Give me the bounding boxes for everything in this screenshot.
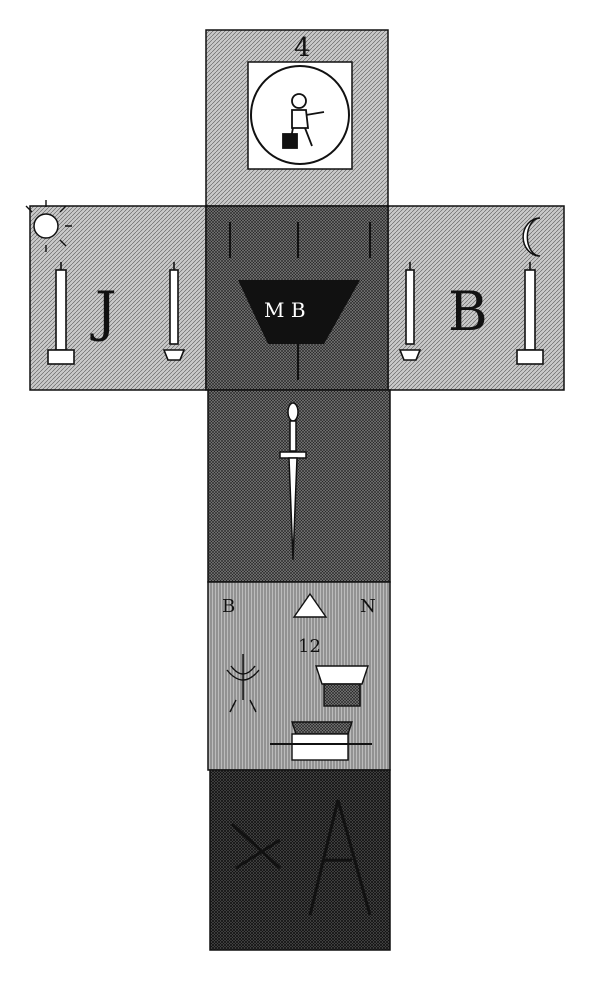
triangle-letters: M B xyxy=(264,298,306,322)
left-arm-panel: J xyxy=(26,200,206,390)
bottom-panel xyxy=(210,770,390,950)
bowl-icon xyxy=(316,666,368,706)
top-panel: 4 xyxy=(206,30,388,206)
center-panel: M B xyxy=(206,206,388,390)
sword-panel xyxy=(208,390,390,582)
delta-letter-right: N xyxy=(360,596,376,617)
delta-panel: B N 12 xyxy=(208,582,390,770)
delta-number: 12 xyxy=(298,636,321,657)
top-number: 4 xyxy=(294,33,311,63)
delta-letter-left: B xyxy=(222,596,235,617)
right-letter: B xyxy=(448,280,488,343)
right-arm-panel: B xyxy=(388,206,564,390)
